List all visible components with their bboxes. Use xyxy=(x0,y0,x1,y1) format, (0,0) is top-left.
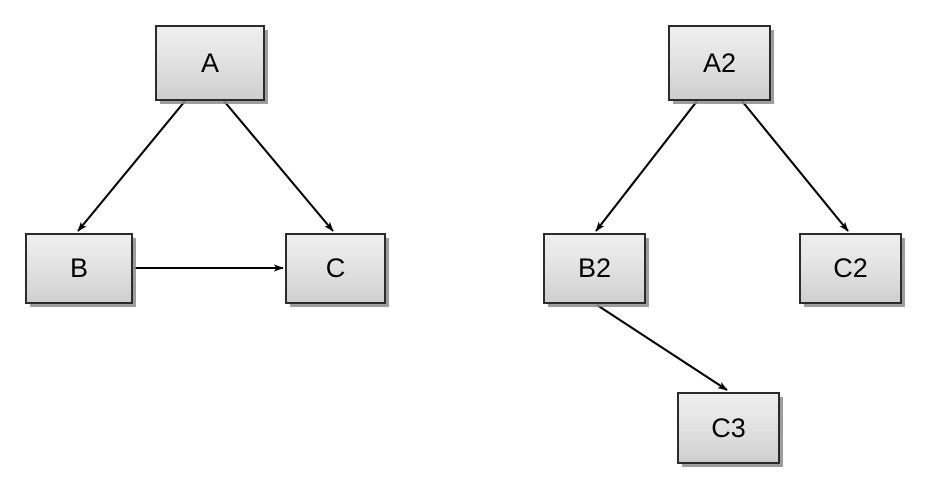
node-a[interactable]: A xyxy=(155,25,265,101)
node-c[interactable]: C xyxy=(285,233,386,304)
node-label-b2: B2 xyxy=(577,253,612,283)
node-label-c: C xyxy=(325,253,346,283)
node-c3[interactable]: C3 xyxy=(677,392,780,464)
node-b2[interactable]: B2 xyxy=(543,233,646,304)
edge-a-to-c xyxy=(223,100,334,232)
edge-a2-to-b2 xyxy=(595,100,698,232)
node-c2[interactable]: C2 xyxy=(799,233,902,304)
node-b[interactable]: B xyxy=(25,233,133,304)
node-a2[interactable]: A2 xyxy=(668,25,771,101)
node-label-a: A xyxy=(200,47,219,78)
node-label-c2: C2 xyxy=(833,253,868,283)
edge-a2-to-c2 xyxy=(741,100,849,232)
node-label-a2: A2 xyxy=(702,47,737,78)
edge-b2-to-c3 xyxy=(596,304,728,391)
node-label-c3: C3 xyxy=(711,412,746,443)
edge-a-to-b xyxy=(77,100,186,232)
node-label-b: B xyxy=(69,253,88,283)
